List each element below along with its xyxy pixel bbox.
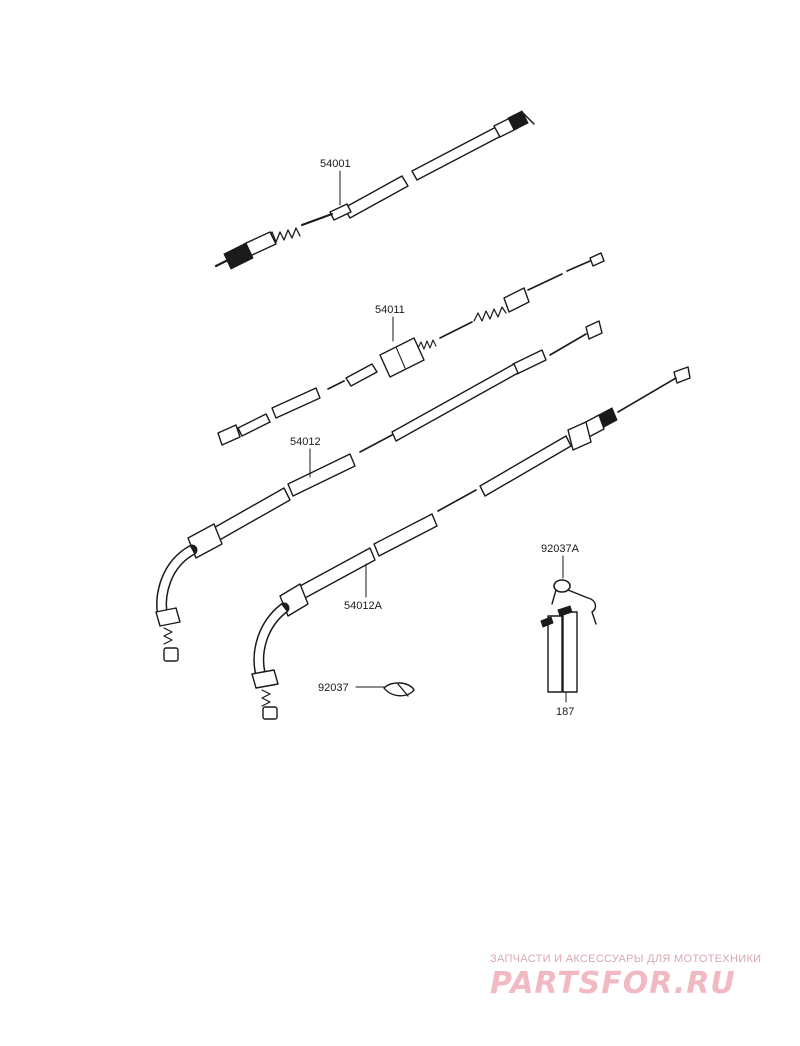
label-92037A: 92037A xyxy=(541,543,580,579)
clamp-92037[interactable] xyxy=(383,682,415,697)
label-54011: 54011 xyxy=(375,304,405,342)
watermark: ЗАПЧАСТИ И АКСЕССУАРЫ ДЛЯ МОТОТЕХНИКИ PA… xyxy=(490,953,761,1001)
svg-text:54012A: 54012A xyxy=(344,600,383,612)
boot-187[interactable] xyxy=(540,605,578,693)
svg-text:54012: 54012 xyxy=(290,436,321,448)
svg-text:92037A: 92037A xyxy=(541,543,580,555)
svg-text:ЗАПЧАСТИ И АКСЕССУАРЫ ДЛЯ МОТО: ЗАПЧАСТИ И АКСЕССУАРЫ ДЛЯ МОТОТЕХНИКИ xyxy=(490,953,761,965)
svg-text:54011: 54011 xyxy=(375,304,405,316)
label-187: 187 xyxy=(556,691,574,718)
clamp-92037A[interactable] xyxy=(551,579,597,625)
label-92037: 92037 xyxy=(318,682,385,694)
svg-text:187: 187 xyxy=(556,706,574,718)
label-54012A: 54012A xyxy=(344,563,383,612)
label-54012: 54012 xyxy=(290,436,321,478)
tachometer-cable-54011[interactable] xyxy=(217,252,605,446)
label-54001: 54001 xyxy=(320,158,351,206)
throttle-cable-54012A[interactable] xyxy=(251,366,691,720)
speedometer-cable-54001[interactable] xyxy=(214,110,535,270)
throttle-cable-54012[interactable] xyxy=(155,320,603,662)
svg-text:PARTSFOR.RU: PARTSFOR.RU xyxy=(490,966,736,1001)
svg-text:54001: 54001 xyxy=(320,158,351,170)
svg-text:92037: 92037 xyxy=(318,682,349,694)
